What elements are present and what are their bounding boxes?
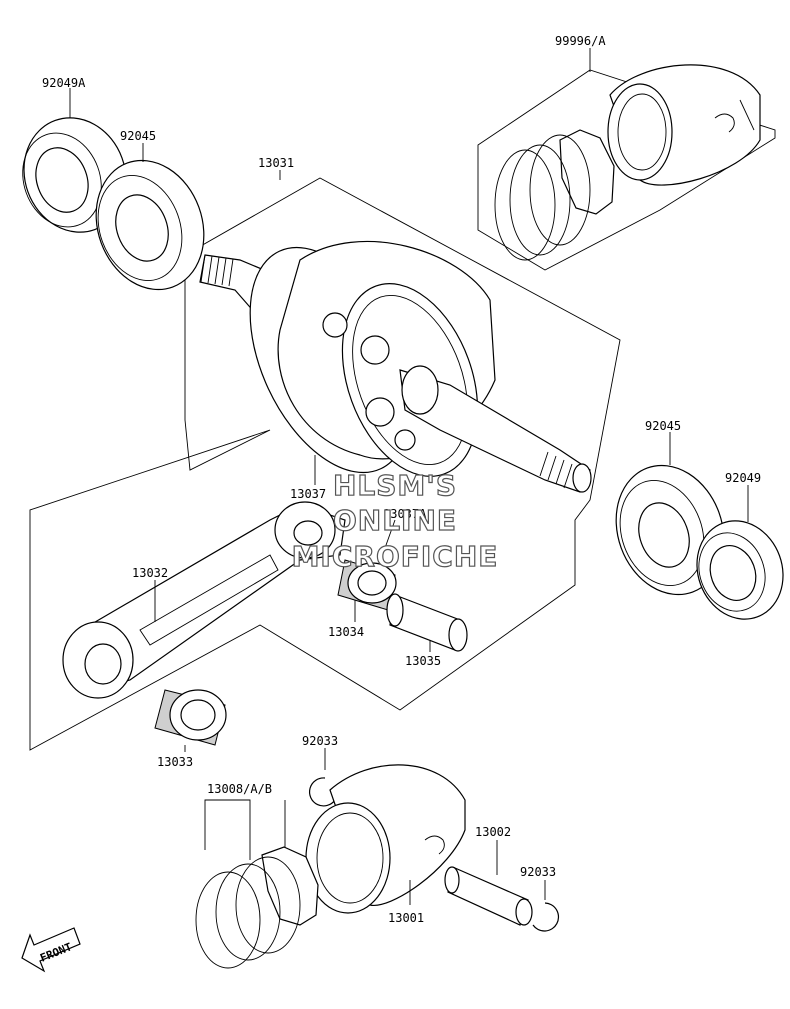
label-13037a: 13037A — [383, 507, 427, 521]
front-arrow: FRONT — [21, 927, 81, 973]
label-92033-bottom: 92033 — [520, 865, 556, 879]
ball-bearing-92045-top-drawing — [95, 159, 205, 291]
watermark-line-3: MICROFICHE — [292, 540, 499, 573]
label-92033-top: 92033 — [302, 734, 338, 748]
label-13035: 13035 — [405, 654, 441, 668]
label-13008: 13008/A/B — [207, 782, 272, 796]
needle-bearing-13033-drawing — [154, 689, 227, 746]
label-13033: 13033 — [157, 755, 193, 769]
watermark-line-1: HLSM'S — [333, 469, 457, 502]
crank-pin-drawing — [386, 593, 468, 652]
crankshaft-drawing — [199, 240, 592, 493]
label-13031: 13031 — [258, 156, 294, 170]
piston-13001-drawing — [305, 764, 466, 914]
label-99996a: 99996/A — [555, 34, 606, 48]
piston-pin-drawing — [444, 866, 533, 926]
needle-bearing-13034-drawing — [337, 559, 397, 611]
label-92049a: 92049A — [42, 76, 86, 90]
label-13001: 13001 — [388, 911, 424, 925]
label-92049: 92049 — [725, 471, 761, 485]
oil-seal-92049-drawing — [696, 520, 784, 620]
connecting-rod-drawing — [62, 501, 346, 699]
circlip-92033-bottom-drawing — [532, 902, 560, 932]
label-13032: 13032 — [132, 566, 168, 580]
leader-lines — [69, 48, 749, 905]
kit-piston-drawing — [607, 64, 761, 186]
circlip-92033-top-drawing — [309, 777, 336, 807]
label-92045-top: 92045 — [120, 129, 156, 143]
piston-rings-13008-drawing — [195, 846, 319, 969]
label-92045-right: 92045 — [645, 419, 681, 433]
watermark-line-2: ONLINE — [333, 504, 457, 537]
label-13037: 13037 — [290, 487, 326, 501]
piston-kit-frame — [477, 69, 776, 271]
label-13002: 13002 — [475, 825, 511, 839]
kit-rings-drawing — [494, 129, 615, 261]
crank-assembly-frame — [29, 177, 621, 751]
label-13034: 13034 — [328, 625, 364, 639]
